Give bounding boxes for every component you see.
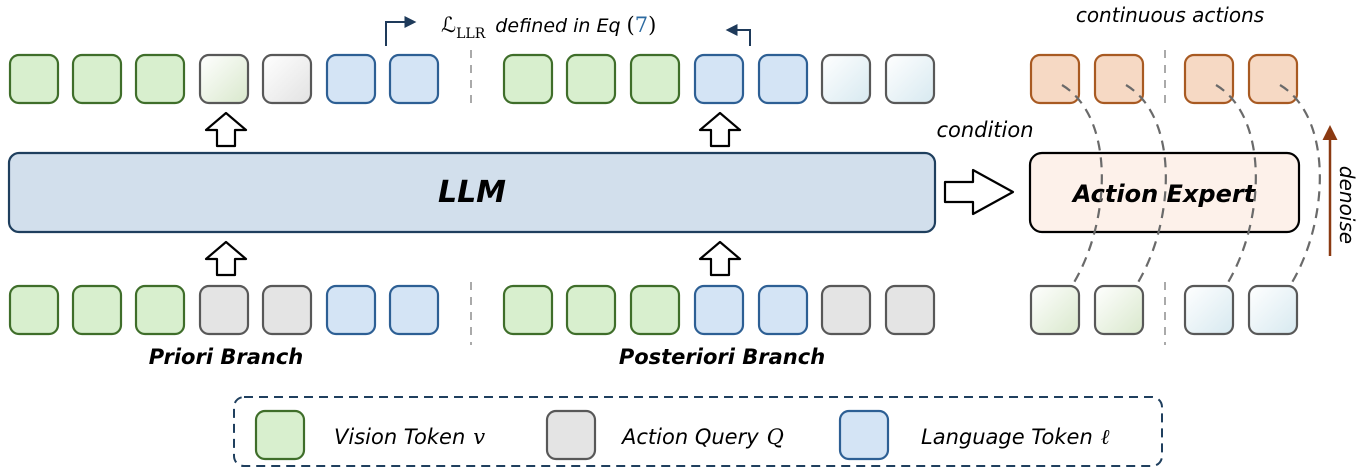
denoise-path	[1214, 84, 1257, 303]
legend-language-swatch	[838, 409, 890, 461]
top-token-row	[8, 53, 936, 105]
legend-vision-swatch	[254, 409, 306, 461]
denoise-path	[1124, 84, 1167, 303]
legend-action-swatch	[545, 409, 597, 461]
vision-token	[629, 53, 681, 105]
right-arrow-icon	[943, 168, 1015, 216]
vision-token	[71, 284, 123, 336]
vision-token	[629, 284, 681, 336]
up-arrow-icon	[698, 240, 742, 277]
denoise-paths	[1060, 84, 1321, 303]
vision-token	[134, 284, 186, 336]
continuous-action-token	[1029, 53, 1081, 105]
action-query-token	[884, 284, 936, 336]
up-arrow-icon	[204, 240, 248, 277]
posteriori-branch-label: Posteriori Branch	[619, 345, 825, 369]
action-expert-label: Action Expert	[1071, 180, 1257, 208]
action-query-token	[261, 284, 313, 336]
denoise-label: denoise	[1335, 166, 1359, 244]
language-token	[693, 284, 745, 336]
up-arrow-icon	[204, 111, 248, 148]
vision-token	[502, 53, 554, 105]
vision-token	[502, 284, 554, 336]
faded-action-token	[261, 53, 313, 105]
language-token	[325, 53, 377, 105]
noisy-action-token	[1183, 284, 1235, 336]
llm-box	[7, 151, 937, 234]
faded-action-token	[820, 53, 872, 105]
vision-token	[565, 53, 617, 105]
vision-token	[134, 53, 186, 105]
up-arrow-icon	[698, 111, 742, 148]
language-token	[693, 53, 745, 105]
continuous-actions-label: continuous actions	[1076, 3, 1264, 27]
vision-token	[71, 53, 123, 105]
legend-frame	[233, 396, 1163, 467]
faded-action-token	[884, 53, 936, 105]
language-token	[757, 53, 809, 105]
noisy-action-token	[1247, 284, 1299, 336]
language-token	[388, 53, 440, 105]
action-query-token	[820, 284, 872, 336]
priori-branch-label: Priori Branch	[149, 345, 303, 369]
continuous-action-tokens	[1029, 53, 1299, 105]
continuous-action-token	[1183, 53, 1235, 105]
vision-token	[565, 284, 617, 336]
language-token	[325, 284, 377, 336]
noisy-action-tokens	[1029, 284, 1299, 336]
language-token	[757, 284, 809, 336]
language-token	[388, 284, 440, 336]
denoise-path	[1060, 84, 1103, 303]
noisy-action-token	[1029, 284, 1081, 336]
continuous-action-token	[1247, 53, 1299, 105]
continuous-action-token	[1093, 53, 1145, 105]
condition-label: condition	[936, 118, 1033, 142]
vision-token	[8, 284, 60, 336]
vision-token	[8, 53, 60, 105]
llr-left-bracket-arrow	[385, 16, 417, 46]
noisy-action-token	[1093, 284, 1145, 336]
bottom-token-row	[8, 284, 936, 336]
action-query-token	[198, 284, 250, 336]
llm-label: LLM	[438, 175, 506, 210]
llr-right-bracket-arrow	[725, 24, 751, 46]
denoise-path	[1278, 84, 1321, 303]
faded-action-token	[198, 53, 250, 105]
